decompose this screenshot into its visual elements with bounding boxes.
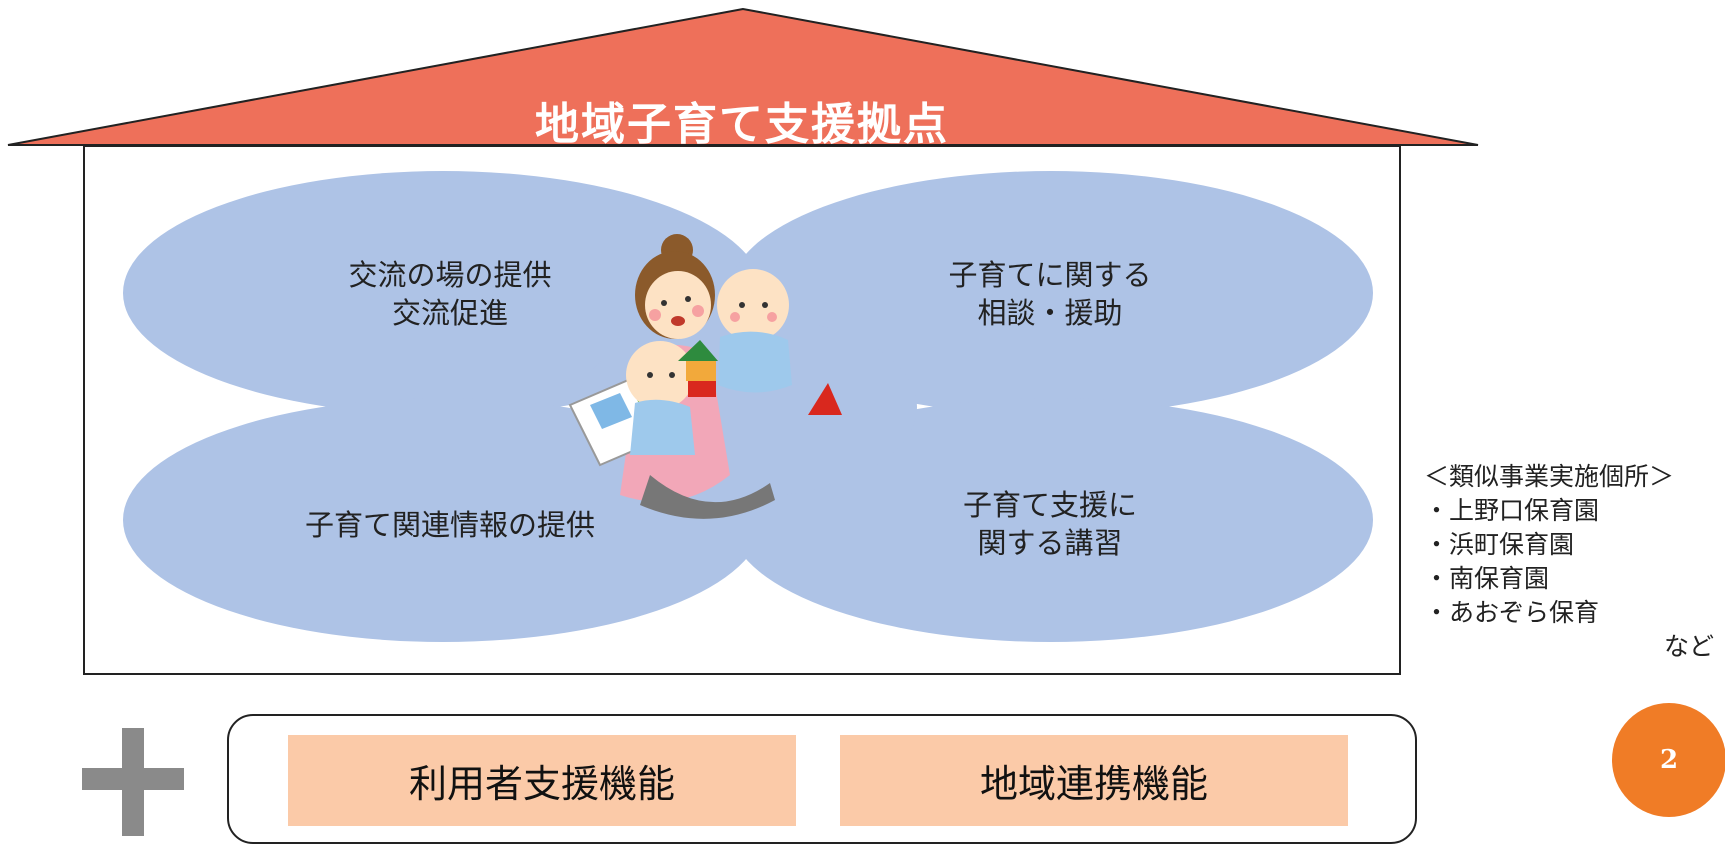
facility-etc: など	[1663, 632, 1714, 661]
similar-facilities-heading: ＜類似事業実施個所＞	[1424, 462, 1675, 491]
service-exchange-place: 交流の場の提供 交流促進	[300, 256, 600, 332]
page-number-badge: 2	[1612, 703, 1725, 817]
facility-item: ・南保育園	[1424, 564, 1550, 593]
mother-and-babies-illustration	[568, 234, 842, 519]
cloud-top-right	[729, 171, 1373, 415]
facility-item: ・上野口保育園	[1424, 496, 1600, 525]
service-lectures-label: 子育て支援に 関する講習	[962, 488, 1137, 560]
service-exchange-place-label: 交流の場の提供 交流促進	[348, 258, 552, 330]
roof-title: 地域子育て支援拠点	[535, 99, 949, 150]
facility-item: ・あおぞら保育	[1424, 598, 1600, 627]
service-lectures: 子育て支援に 関する講習	[900, 486, 1200, 562]
similar-facilities-note: ＜類似事業実施個所＞ ・上野口保育園 ・浜町保育園 ・南保育園 ・あおぞら保育 …	[1424, 460, 1714, 664]
service-information: 子育て関連情報の提供	[250, 506, 650, 544]
facility-item: ・浜町保育園	[1424, 530, 1575, 559]
plus-icon-horizontal-bar	[82, 768, 184, 790]
service-information-label: 子育て関連情報の提供	[304, 508, 595, 542]
cloud-top-left	[123, 171, 763, 415]
cloud-bottom-right	[729, 398, 1373, 642]
service-consultation: 子育てに関する 相談・援助	[900, 256, 1200, 332]
user-support-function: 利用者支援機能	[288, 735, 796, 826]
service-consultation-label: 子育てに関する 相談・援助	[948, 258, 1152, 330]
regional-collaboration-function: 地域連携機能	[840, 735, 1348, 826]
